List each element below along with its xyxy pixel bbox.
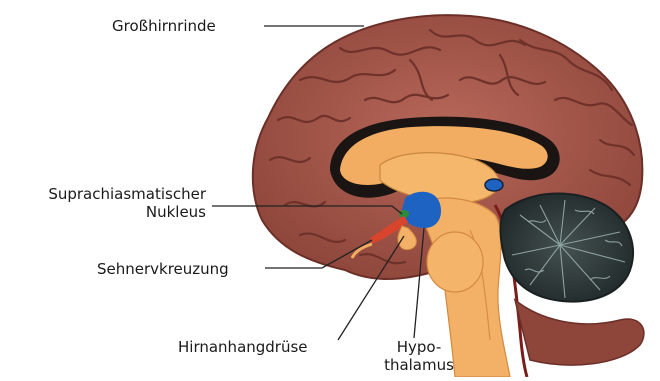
label-hypothalamus: Hypo- thalamus xyxy=(380,338,458,374)
chiasm-leader-line xyxy=(265,240,372,268)
label-cortex: Großhirnrinde xyxy=(112,17,216,35)
label-hypothalamus-line1: Hypo- xyxy=(380,338,458,356)
label-scn-line1: Suprachiasmatischer xyxy=(10,185,206,203)
hypothalamus-leader-line xyxy=(414,228,424,338)
label-scn: Suprachiasmatischer Nukleus xyxy=(10,185,206,221)
label-pituitary: Hirnanhangdrüse xyxy=(178,338,308,356)
label-hypothalamus-line2: thalamus xyxy=(380,356,458,374)
label-chiasm: Sehnervkreuzung xyxy=(97,260,229,278)
label-scn-line2: Nukleus xyxy=(10,203,206,221)
pituitary-leader-line xyxy=(338,236,404,340)
scn-leader-line xyxy=(212,206,402,214)
